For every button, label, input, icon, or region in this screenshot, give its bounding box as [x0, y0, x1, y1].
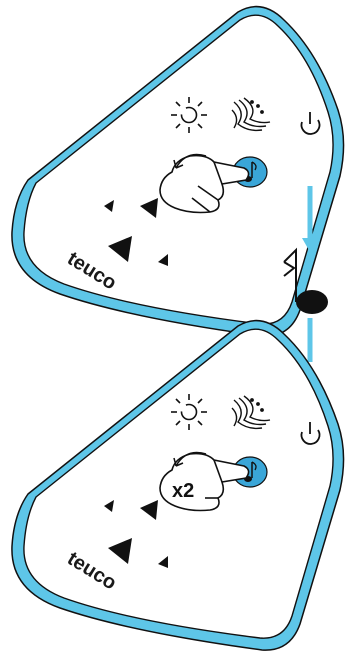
remote-top: teuco	[12, 7, 344, 337]
press-count-label: x2	[172, 480, 194, 502]
remote-bottom: x2 teuco	[12, 321, 344, 651]
